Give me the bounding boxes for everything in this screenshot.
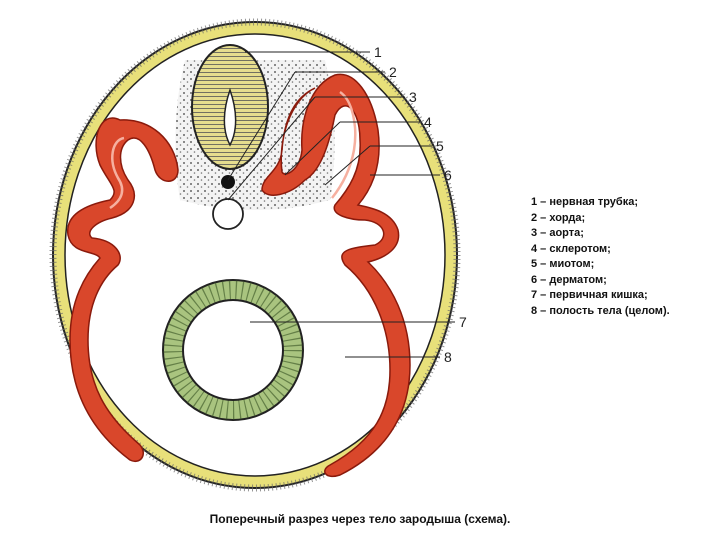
label-5: 5 <box>436 138 444 154</box>
legend-item-2: 2 – хорда; <box>531 211 586 224</box>
legend-item-7: 7 – первичная кишка; <box>531 289 648 301</box>
legend-item-5: 5 – миотом; <box>531 258 595 270</box>
primitive-gut <box>162 279 304 421</box>
aorta <box>212 198 244 230</box>
legend-item-1: 1 – нервная трубка; <box>531 196 638 208</box>
legend-item-6: 6 – дерматом; <box>531 273 607 286</box>
legend: 1 – нервная трубка; 2 – хорда; 3 – аорта… <box>531 195 670 319</box>
label-8: 8 <box>444 349 452 365</box>
label-4: 4 <box>424 114 432 130</box>
figure-caption: Поперечный разрез через тело зародыша (с… <box>209 512 511 526</box>
legend-item-8: 8 – полость тела (целом). <box>531 304 670 317</box>
label-6: 6 <box>444 167 452 183</box>
label-1: 1 <box>374 44 382 60</box>
neural-tube <box>191 44 269 170</box>
callout-numbers: 1 2 3 4 5 6 7 8 <box>374 44 467 365</box>
label-2: 2 <box>389 64 397 80</box>
label-3: 3 <box>409 89 417 105</box>
legend-item-4: 4 – склеротом; <box>531 242 611 255</box>
notochord <box>221 175 235 189</box>
legend-item-3: 3 – аорта; <box>531 227 584 239</box>
left-mesoderm <box>67 117 179 462</box>
label-7: 7 <box>459 314 467 330</box>
leader-lines <box>227 51 455 358</box>
